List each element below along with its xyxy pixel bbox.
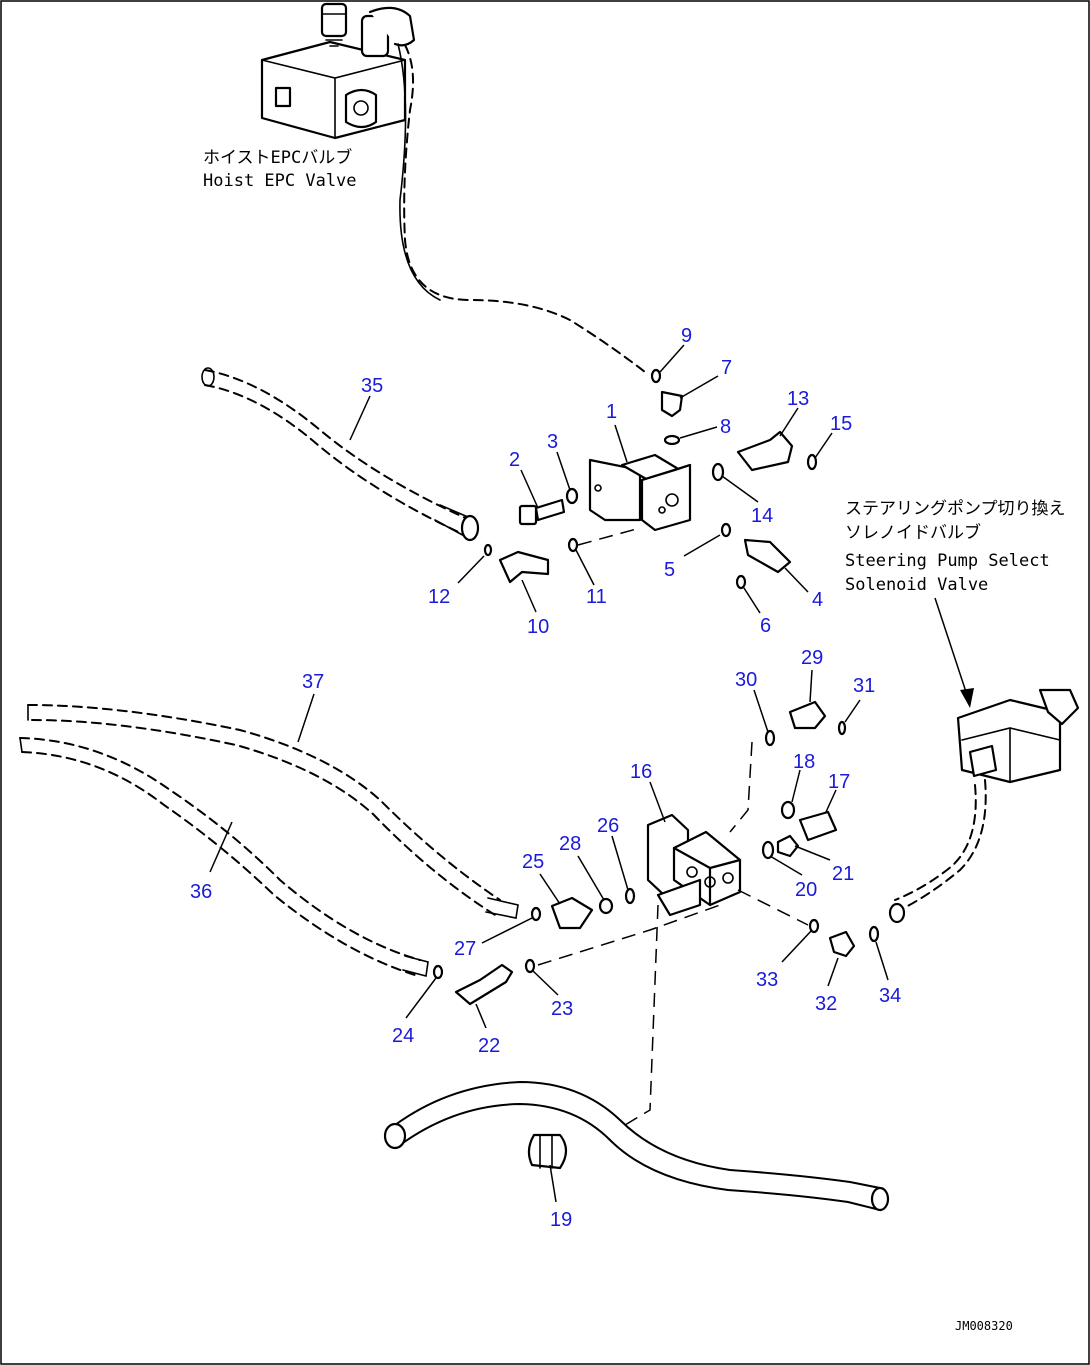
callout-2: 2 (509, 449, 520, 471)
callout-37: 37 (302, 671, 324, 693)
oring-27 (530, 906, 542, 922)
oring-6 (735, 574, 747, 590)
oring-12 (483, 543, 493, 557)
callout-32: 32 (815, 993, 837, 1015)
callout-20: 20 (795, 879, 817, 901)
callout-8: 8 (720, 416, 731, 438)
oring-34 (868, 925, 880, 943)
connector-4 (743, 538, 792, 574)
callout-16: 16 (630, 761, 652, 783)
callout-26: 26 (597, 815, 619, 837)
steering-pump-select-solenoid-valve (956, 688, 1080, 784)
elbow-10 (498, 550, 550, 584)
oring-9 (650, 368, 662, 384)
callout-17: 17 (828, 771, 850, 793)
callout-28: 28 (559, 833, 581, 855)
callout-24: 24 (392, 1025, 414, 1047)
oring-8 (663, 434, 681, 446)
callout-21: 21 (832, 863, 854, 885)
callout-1: 1 (606, 401, 617, 423)
callout-18: 18 (793, 751, 815, 773)
steer-valve-label-jp2: ソレノイドバルブ (845, 522, 981, 543)
washer-3 (565, 487, 579, 505)
fitting-32 (828, 930, 856, 958)
callout-25: 25 (522, 851, 544, 873)
callout-36: 36 (190, 881, 212, 903)
hose-37 (27, 704, 519, 919)
callout-19: 19 (550, 1209, 572, 1231)
steer-valve-label-en2: Solenoid Valve (845, 575, 988, 595)
hoist-epc-valve (260, 2, 416, 140)
tube-19-assembly (383, 1080, 890, 1212)
oring-31 (837, 720, 847, 736)
washer-18 (780, 800, 796, 820)
oring-15 (806, 453, 818, 471)
hoist-valve-label-jp: ホイストEPCバルブ (203, 147, 352, 168)
callout-4: 4 (812, 589, 823, 611)
callout-30: 30 (735, 669, 757, 691)
callout-23: 23 (551, 998, 573, 1020)
callout-6: 6 (760, 615, 771, 637)
hose-36 (19, 737, 429, 978)
callout-13: 13 (787, 388, 809, 410)
callout-31: 31 (853, 675, 875, 697)
steer-valve-label-jp1: ステアリングポンプ切り換え (845, 499, 1066, 519)
callout-5: 5 (664, 559, 675, 581)
steer-valve-label-en1: Steering Pump Select (845, 551, 1050, 571)
upper-valve-block (588, 453, 692, 532)
fitting-7 (660, 390, 684, 418)
oring-5 (720, 522, 732, 538)
hose-35 (201, 367, 480, 542)
callout-15: 15 (830, 413, 852, 435)
oring-26 (624, 887, 636, 905)
elbow-22 (454, 963, 514, 1006)
oring-24 (432, 964, 444, 980)
oring-14 (711, 462, 725, 482)
tee-29 (788, 700, 827, 730)
bolt-2 (518, 498, 566, 526)
clamp-19 (527, 1133, 568, 1170)
hose-steer-return (899, 779, 987, 911)
oring-11 (567, 537, 579, 553)
lower-valve-block (646, 813, 742, 917)
callout-35: 35 (361, 375, 383, 397)
drawing-code: JM008320 (955, 1319, 1013, 1333)
callout-29: 29 (801, 647, 823, 669)
callout-27: 27 (454, 938, 476, 960)
oring-23 (524, 958, 536, 974)
callouts (209, 344, 889, 1203)
callout-7: 7 (721, 357, 732, 379)
hoist-valve-label-en: Hoist EPC Valve (203, 171, 357, 191)
callout-11: 11 (586, 586, 607, 608)
nut-21 (776, 834, 800, 858)
washer-20 (761, 840, 775, 860)
elbow-13 (736, 430, 794, 472)
callout-10: 10 (527, 616, 549, 638)
callout-3: 3 (547, 431, 558, 453)
oring-30 (764, 729, 776, 747)
callout-9: 9 (681, 325, 692, 347)
oring-33 (808, 918, 820, 934)
callout-34: 34 (879, 985, 901, 1007)
pilot-hose-upper (403, 44, 646, 373)
washer-28 (598, 897, 614, 915)
bolt-17 (798, 810, 838, 842)
fitting-25 (550, 896, 594, 930)
callout-22: 22 (478, 1035, 500, 1057)
callout-12: 12 (428, 586, 450, 608)
callout-33: 33 (756, 969, 778, 991)
callout-14: 14 (751, 505, 773, 527)
